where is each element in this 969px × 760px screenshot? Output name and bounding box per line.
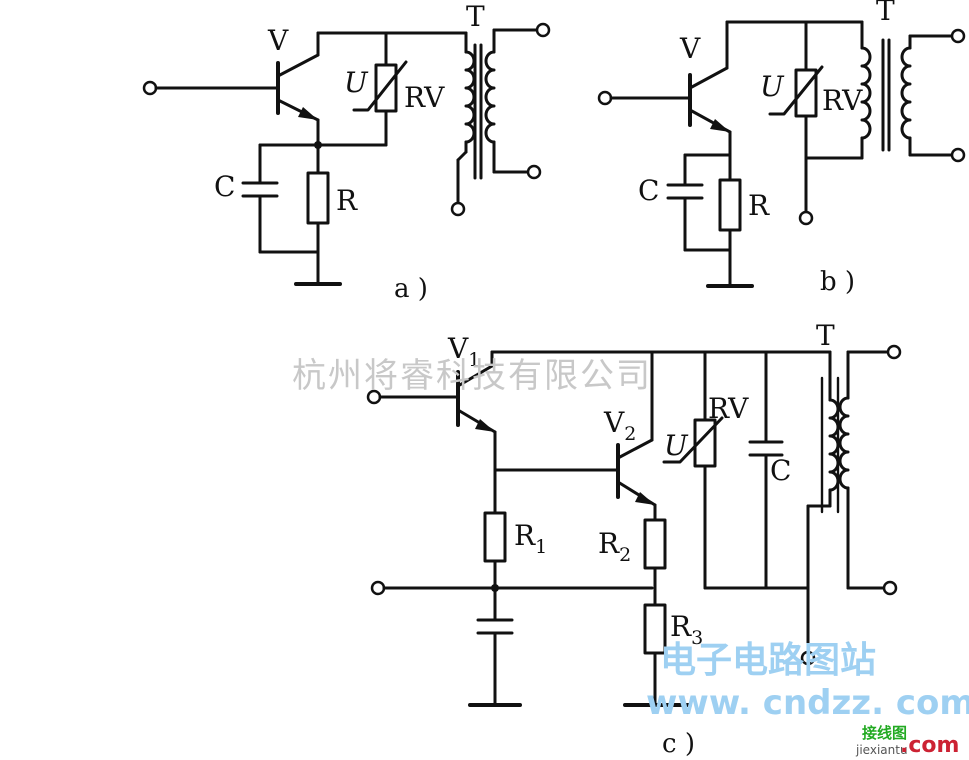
watermark-site-cn: 电子电路图站 — [660, 640, 876, 681]
watermark-company: 杭州将睿科技有限公司 — [292, 356, 652, 396]
label-c-c: C — [770, 454, 791, 487]
label-rv-a: RV — [404, 81, 445, 114]
label-rv-b: RV — [822, 84, 863, 117]
watermark-corner-com: .com — [900, 733, 959, 758]
output-terminal-b2 — [950, 147, 966, 163]
watermark-corner-pinyin: jiexiantu — [855, 743, 908, 757]
label-r3-c: R3 — [670, 610, 703, 649]
capacitor-c-bottom — [476, 618, 514, 635]
transistor-v-b — [688, 66, 732, 134]
label-rv-c: RV — [708, 392, 749, 425]
terminal-c-bottom — [800, 650, 816, 666]
label-t-a: T — [466, 0, 485, 33]
caption-b: b ) — [820, 267, 855, 297]
watermark-corner-cn: 接线图 — [862, 724, 907, 742]
transformer-t-c — [806, 350, 890, 590]
transformer-t-b — [860, 20, 954, 160]
output-terminal-a2 — [526, 164, 542, 180]
label-v-b: V — [679, 32, 701, 65]
varistor-rv-a — [352, 31, 408, 147]
caption-c: c ) — [662, 729, 695, 759]
capacitor-c-a — [241, 181, 279, 198]
watermark-site-url: www. cndzz. com — [646, 683, 969, 723]
diagram-a: V U RV T C R a ) — [142, 0, 551, 304]
capacitor-c-b — [666, 183, 704, 200]
transistor-v1-c — [456, 364, 497, 434]
output-terminal-a1 — [535, 22, 551, 38]
output-terminal-c1 — [886, 344, 902, 360]
diagram-c: V1 V2 U RV C T R1 R2 R3 c ) — [366, 319, 902, 759]
resistor-r2-c — [643, 518, 667, 570]
capacitor-c-c — [748, 350, 784, 590]
resistor-r-b — [718, 178, 742, 232]
label-t-c: T — [816, 319, 835, 352]
label-r2-c: R2 — [598, 527, 631, 566]
input-terminal-a — [142, 80, 158, 96]
varistor-rv-b — [768, 20, 824, 214]
label-t-b: T — [876, 0, 895, 27]
label-r-b: R — [748, 189, 770, 222]
resistor-r1-c — [483, 511, 507, 563]
label-u-a: U — [344, 66, 369, 99]
diagram-b: V U RV T C R b ) — [597, 0, 966, 297]
output-terminal-b1 — [950, 28, 966, 44]
label-v1-c: V1 — [447, 332, 480, 371]
output-terminal-c2 — [882, 580, 898, 596]
transistor-v-a — [276, 53, 320, 122]
terminal-b-bottom — [798, 210, 814, 226]
label-v-a: V — [267, 24, 289, 57]
label-u-c: U — [664, 429, 689, 462]
label-v2-c: V2 — [603, 406, 636, 445]
input-terminal-c2 — [370, 580, 386, 596]
label-r-a: R — [336, 184, 358, 217]
label-u-b: U — [760, 70, 785, 103]
label-c-a: C — [214, 170, 235, 203]
caption-a: a ) — [394, 274, 428, 304]
label-c-b: C — [638, 174, 659, 207]
input-terminal-b — [597, 90, 613, 106]
varistor-rv-c — [662, 350, 724, 590]
label-r1-c: R1 — [514, 519, 547, 558]
output-terminal-a3 — [450, 201, 466, 217]
transformer-t-a — [456, 28, 539, 205]
transistor-v2-c — [616, 438, 657, 507]
resistor-r-a — [306, 171, 330, 225]
